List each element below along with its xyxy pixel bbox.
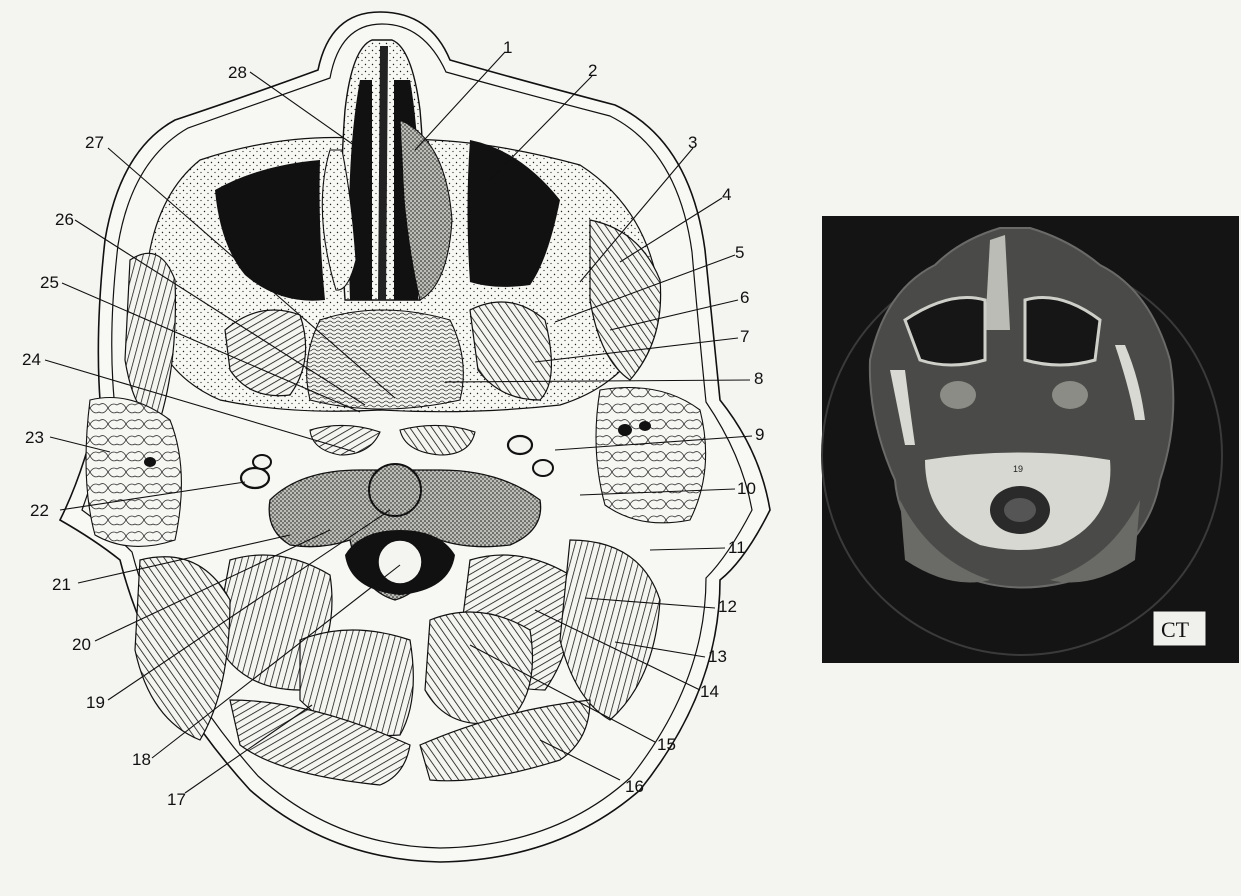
label-24: 24 — [22, 350, 41, 369]
label-19: 19 — [86, 693, 105, 712]
ct-badge-text: CT — [1161, 617, 1190, 642]
label-18: 18 — [132, 750, 151, 769]
label-4: 4 — [722, 185, 731, 204]
label-15: 15 — [657, 735, 676, 754]
label-10: 10 — [737, 479, 756, 498]
dens — [369, 464, 421, 516]
label-25: 25 — [40, 273, 59, 292]
nasopharynx-mucosa — [307, 310, 464, 409]
label-17: 17 — [167, 790, 186, 809]
ct-vertebra-mark: 19 — [1013, 464, 1023, 474]
label-13: 13 — [708, 647, 727, 666]
ct-image-panel: 19 CT — [822, 216, 1239, 663]
label-26: 26 — [55, 210, 74, 229]
label-22: 22 — [30, 501, 49, 520]
label-12: 12 — [718, 597, 737, 616]
label-7: 7 — [740, 327, 749, 346]
label-9: 9 — [755, 425, 764, 444]
label-16: 16 — [625, 777, 644, 796]
semispinalis-right — [425, 612, 533, 724]
label-23: 23 — [25, 428, 44, 447]
label-28: 28 — [228, 63, 247, 82]
label-5: 5 — [735, 243, 744, 262]
label-2: 2 — [588, 61, 597, 80]
label-8: 8 — [754, 369, 763, 388]
label-1: 1 — [503, 38, 512, 57]
parotid-left — [86, 398, 181, 547]
label-11: 11 — [728, 538, 746, 557]
label-27: 27 — [85, 133, 104, 152]
label-14: 14 — [700, 682, 719, 701]
label-21: 21 — [52, 575, 71, 594]
label-20: 20 — [72, 635, 91, 654]
label-6: 6 — [740, 288, 749, 307]
label-3: 3 — [688, 133, 697, 152]
parotid-right — [596, 388, 706, 523]
